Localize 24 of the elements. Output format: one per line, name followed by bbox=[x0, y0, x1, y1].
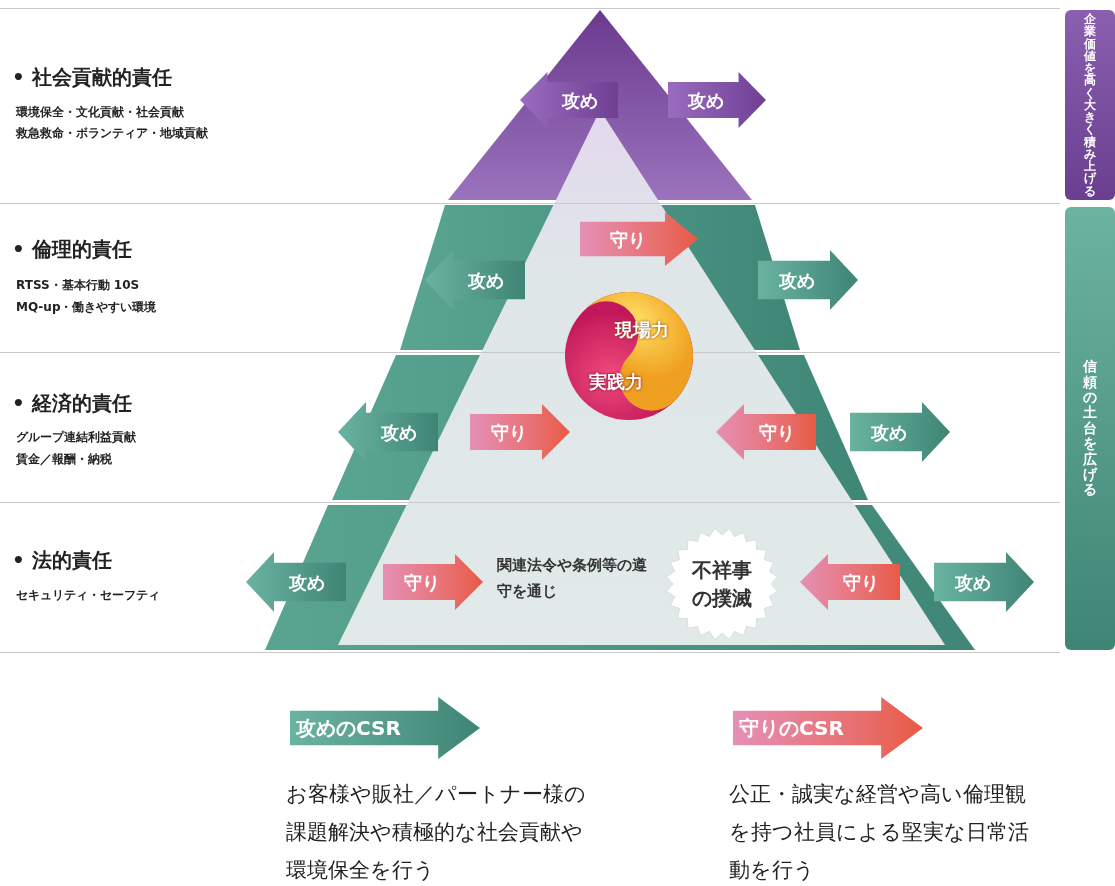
tier-heading: • 社会貢献的責任 bbox=[12, 64, 172, 91]
side-band bbox=[1065, 10, 1115, 200]
arrow-badge: 攻め bbox=[934, 552, 1034, 612]
note-text: セキュリティ・セーフティ bbox=[16, 587, 160, 604]
node-text: 実践力 bbox=[589, 370, 643, 394]
side-band bbox=[1065, 207, 1115, 650]
node-text: 不祥事の撲滅 bbox=[690, 557, 753, 612]
tier-heading: • 法的責任 bbox=[12, 547, 112, 574]
description-text: 公正・誠実な経営や高い倫理観を持つ社員による堅実な日常活動を行う bbox=[729, 781, 1029, 884]
note-text: MQ-up・働きやすい環境 bbox=[16, 299, 157, 316]
note-text: グループ連結利益貢献 bbox=[16, 429, 136, 446]
arrow-badge: 攻め bbox=[668, 72, 766, 128]
description-text: お客様や販社／パートナー様の課題解決や積極的な社会貢献や環境保全を行う bbox=[286, 781, 586, 884]
note-text: RTSS・基本行動 10S bbox=[16, 277, 140, 294]
note-text: 救急救命・ボランティア・地域貢献 bbox=[16, 125, 208, 142]
arrow-badge: 攻め bbox=[850, 402, 950, 462]
arrow-badge: 攻め bbox=[758, 250, 858, 310]
vertical-text: 企業価値を高く大きく積み上げる bbox=[1084, 13, 1096, 197]
note-text: 環境保全・文化貢献・社会貢献 bbox=[16, 104, 184, 121]
tier-heading: • 経済的責任 bbox=[12, 390, 132, 417]
tier-heading: • 倫理的責任 bbox=[12, 236, 132, 263]
vertical-text: 信頼の土台を広げる bbox=[1083, 359, 1097, 498]
note-text: 関連法令や条例等の遵守を通じ bbox=[497, 555, 648, 602]
note-text: 賃金／報酬・納税 bbox=[16, 451, 112, 468]
